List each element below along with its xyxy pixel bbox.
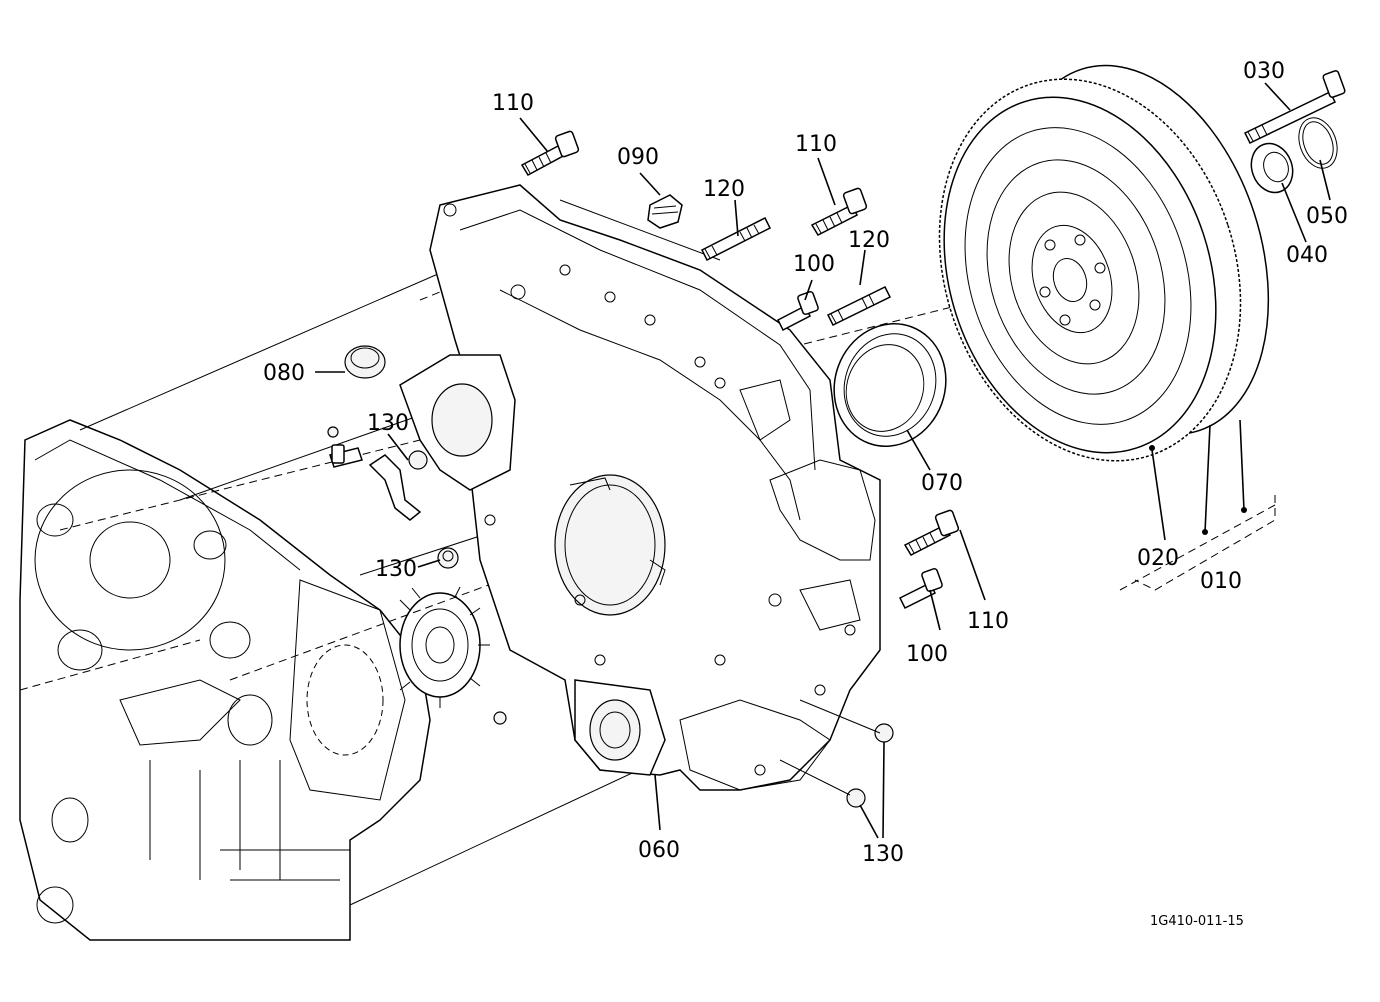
bolt-130-left: [327, 426, 428, 521]
oil-seal-070: [833, 323, 947, 447]
callout-110-middle: 110: [795, 132, 837, 157]
callout-060: 060: [638, 838, 680, 863]
callout-130-bottom: 130: [862, 842, 904, 867]
callout-010: 010: [1200, 569, 1242, 594]
callout-110-top: 110: [492, 91, 534, 116]
flywheel-020: [938, 64, 1270, 462]
bolt-100-bottom: [898, 567, 943, 610]
callout-090: 090: [617, 145, 659, 170]
plug-130-mid: [437, 547, 507, 725]
bolt-110-right: [903, 509, 960, 556]
callout-040: 040: [1286, 243, 1328, 268]
bolt-030: [1243, 70, 1346, 144]
callout-120-left: 120: [703, 177, 745, 202]
callout-130-middle: 130: [375, 557, 417, 582]
callout-100-bottom: 100: [906, 642, 948, 667]
callout-120-right: 120: [848, 228, 890, 253]
callout-130-left: 130: [367, 411, 409, 436]
bolt-100-top: [776, 290, 819, 332]
bolt-110-middle: [810, 187, 868, 236]
callout-100-top: 100: [793, 252, 835, 277]
stud-120-left: [700, 216, 772, 262]
callout-030: 030: [1243, 59, 1285, 84]
callout-070: 070: [921, 471, 963, 496]
plug-090: [647, 194, 683, 229]
callout-labels: 110 090 120 110 120 100 080 130 130 070 …: [263, 59, 1348, 929]
bolt-110-top: [520, 130, 580, 177]
bearing-040: [1250, 142, 1294, 194]
callout-050: 050: [1306, 204, 1348, 229]
assembly-bracket-010: [1134, 495, 1276, 591]
plug-080: [315, 345, 386, 379]
leader-lines: [387, 82, 1331, 839]
drawing-code: 1G410-011-15: [1150, 914, 1244, 929]
circlip-050: [1298, 117, 1338, 169]
stud-120-right: [826, 285, 892, 327]
engine-block: [19, 419, 490, 941]
gasket-plate: [399, 354, 516, 491]
callout-080: 080: [263, 361, 305, 386]
callout-110-right: 110: [967, 609, 1009, 634]
callout-020: 020: [1137, 546, 1179, 571]
